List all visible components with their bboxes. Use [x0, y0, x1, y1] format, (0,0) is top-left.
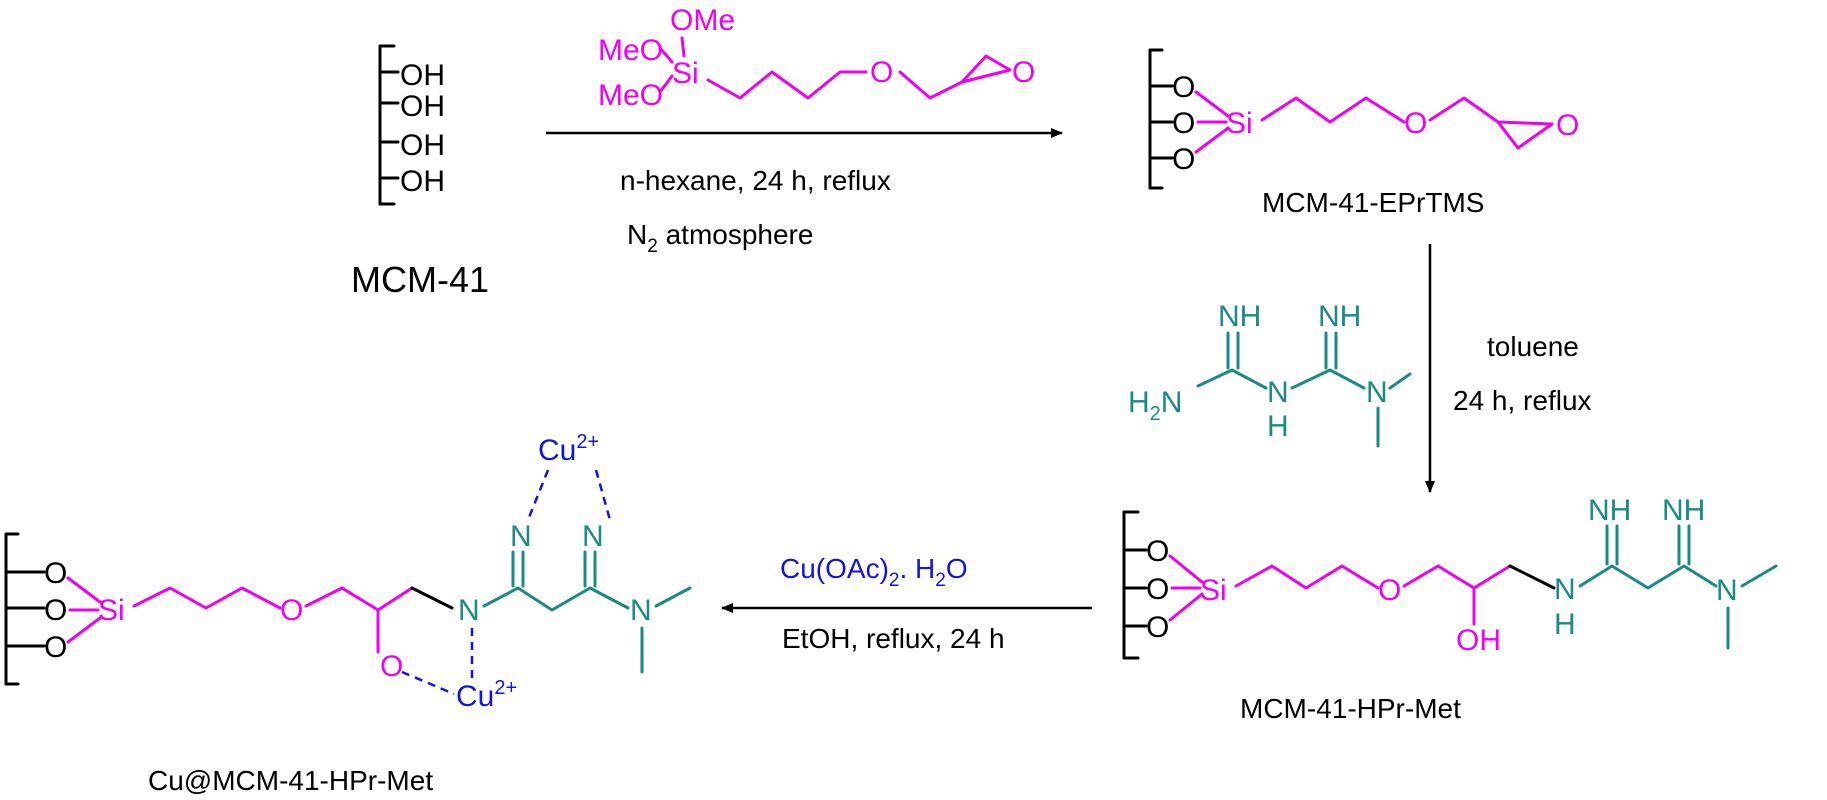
step2-conditions-line1: toluene	[1487, 331, 1579, 362]
step1-conditions-line1: n-hexane, 24 h, reflux	[620, 165, 891, 196]
step3-conditions-line2: EtOH, reflux, 24 h	[782, 623, 1005, 654]
amine-nitrogen: N	[458, 594, 480, 627]
step3-conditions-line1: Cu(OAc)2. H2O	[780, 553, 968, 591]
methoxy-left-lower: MeO	[598, 79, 663, 112]
imine-nitrogen-1: N	[510, 520, 532, 553]
copper-ion-top: Cu2+	[538, 431, 599, 467]
surface-oxygen-2: O	[1146, 573, 1169, 606]
surface-oxygen-2: O	[44, 594, 67, 627]
surface-oxygen-1: O	[1172, 71, 1195, 104]
ether-oxygen: O	[280, 594, 303, 627]
epoxy-silane-reagent: OMe MeO MeO Si O O	[598, 4, 1035, 112]
step1-conditions-line2: N2 atmosphere	[627, 219, 813, 257]
alkoxide-oxygen: O	[380, 650, 403, 683]
hydroxyl-4: OH	[400, 165, 445, 198]
epoxide-oxygen: O	[1012, 56, 1035, 89]
imine-nh-1: NH	[1588, 494, 1631, 527]
ether-oxygen: O	[870, 56, 893, 89]
hydroxyl-1: OH	[400, 59, 445, 92]
bridging-hydrogen: H	[1267, 410, 1289, 443]
silicon-atom: Si	[672, 57, 699, 90]
hydroxyl-group: OH	[1456, 624, 1501, 657]
amine-nitrogen: N	[1554, 573, 1576, 606]
amino-group: H2N	[1128, 386, 1182, 425]
ether-oxygen: O	[1378, 574, 1401, 607]
silicon-atom: Si	[1226, 107, 1253, 140]
mcm41-label: MCM-41	[351, 259, 489, 300]
surface-oxygen-1: O	[1146, 535, 1169, 568]
metformin-reagent: NH NH H2N N H N	[1128, 300, 1412, 448]
hydroxyl-3: OH	[400, 129, 445, 162]
imine-nh-1: NH	[1218, 300, 1261, 333]
methoxy-top: OMe	[670, 4, 735, 37]
dimethylamino-nitrogen: N	[1366, 376, 1388, 409]
dimethylamino-nitrogen: N	[1716, 574, 1738, 607]
epoxide-oxygen: O	[1556, 109, 1579, 142]
eprtms-label: MCM-41-EPrTMS	[1262, 187, 1484, 218]
surface-oxygen-2: O	[1172, 107, 1195, 140]
mcm41-structure: OH OH OH OH	[378, 44, 445, 206]
amine-hydrogen: H	[1554, 608, 1576, 641]
surface-oxygen-3: O	[1172, 143, 1195, 176]
surface-oxygen-3: O	[44, 631, 67, 664]
bridging-nitrogen: N	[1267, 376, 1289, 409]
mcm41-eprtms-structure: O O O Si O O	[1148, 48, 1579, 190]
imine-nh-2: NH	[1662, 494, 1705, 527]
silicon-atom: Si	[1200, 574, 1227, 607]
cuhprmet-label: Cu@MCM-41-HPr-Met	[148, 765, 433, 796]
imine-nh-2: NH	[1318, 300, 1361, 333]
surface-oxygen-3: O	[1146, 611, 1169, 644]
surface-oxygen-1: O	[44, 557, 67, 590]
methoxy-left-upper: MeO	[598, 34, 663, 67]
ether-oxygen: O	[1404, 107, 1427, 140]
imine-nitrogen-2: N	[582, 520, 604, 553]
copper-ion-bottom: Cu2+	[456, 677, 517, 713]
hydroxyl-2: OH	[400, 90, 445, 123]
hprmet-label: MCM-41-HPr-Met	[1240, 693, 1461, 724]
mcm41-hprmet-structure: O O O Si O OH N H NH NH N	[1122, 494, 1778, 660]
dimethylamino-nitrogen: N	[630, 594, 652, 627]
silicon-atom: Si	[98, 594, 125, 627]
step2-conditions-line2: 24 h, reflux	[1453, 385, 1592, 416]
cu-mcm41-hprmet-structure: O O O Si O O N N N N Cu2+ Cu2+	[4, 431, 692, 713]
